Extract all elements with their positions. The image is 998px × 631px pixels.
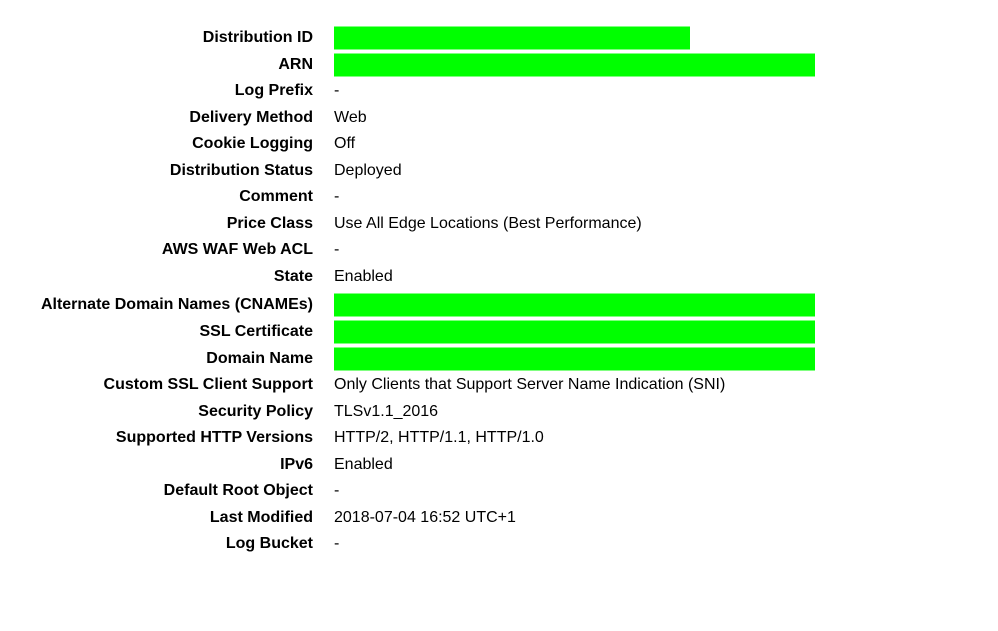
field-waf-web-acl: AWS WAF Web ACL -: [0, 237, 998, 264]
field-alternate-domain-names: Alternate Domain Names (CNAMEs): [0, 290, 998, 319]
field-distribution-id: Distribution ID: [0, 25, 998, 52]
field-value: -: [334, 82, 340, 100]
field-label: Distribution Status: [169, 161, 313, 179]
field-label: Log Bucket: [225, 535, 313, 553]
field-value: Deployed: [334, 161, 402, 179]
redacted-value: [334, 53, 815, 77]
field-value: -: [334, 188, 340, 206]
field-arn: ARN: [0, 52, 998, 79]
field-value: Use All Edge Locations (Best Performance…: [334, 214, 642, 232]
field-value: Enabled: [334, 267, 393, 285]
field-value: -: [334, 241, 340, 259]
field-label: Cookie Logging: [192, 135, 313, 153]
field-cookie-logging: Cookie Logging Off: [0, 131, 998, 158]
field-delivery-method: Delivery Method Web: [0, 105, 998, 132]
field-label: Alternate Domain Names (CNAMEs): [40, 295, 313, 313]
field-value: TLSv1.1_2016: [334, 402, 439, 420]
field-log-bucket: Log Bucket -: [0, 531, 998, 558]
field-label: State: [273, 267, 313, 285]
field-label: Price Class: [226, 214, 313, 232]
field-ipv6: IPv6 Enabled: [0, 452, 998, 479]
field-label: Security Policy: [198, 402, 313, 420]
field-value: Web: [334, 108, 367, 126]
field-label: Comment: [239, 188, 313, 206]
field-label: Domain Name: [206, 349, 313, 367]
distribution-details: Distribution ID ARN Log Prefix - Deliver…: [0, 25, 998, 558]
field-value: HTTP/2, HTTP/1.1, HTTP/1.0: [334, 429, 544, 447]
field-label: Supported HTTP Versions: [115, 429, 313, 447]
field-state: State Enabled: [0, 264, 998, 291]
field-security-policy: Security Policy TLSv1.1_2016: [0, 399, 998, 426]
field-value: Only Clients that Support Server Name In…: [334, 376, 726, 394]
field-value: -: [334, 482, 340, 500]
field-label: Delivery Method: [189, 108, 313, 126]
redacted-value: [334, 293, 815, 316]
field-value: Off: [334, 135, 356, 153]
field-ssl-certificate: SSL Certificate: [0, 319, 998, 346]
redacted-value: [334, 347, 815, 371]
field-label: Custom SSL Client Support: [103, 376, 313, 394]
field-value: 2018-07-04 16:52 UTC+1: [334, 508, 516, 526]
field-domain-name: Domain Name: [0, 346, 998, 373]
field-distribution-status: Distribution Status Deployed: [0, 158, 998, 185]
field-label: IPv6: [280, 455, 313, 473]
field-log-prefix: Log Prefix -: [0, 78, 998, 105]
redacted-value: [334, 320, 815, 344]
field-label: Default Root Object: [163, 482, 313, 500]
field-custom-ssl-client-support: Custom SSL Client Support Only Clients t…: [0, 372, 998, 399]
field-supported-http-versions: Supported HTTP Versions HTTP/2, HTTP/1.1…: [0, 425, 998, 452]
field-label: Log Prefix: [234, 82, 313, 100]
field-price-class: Price Class Use All Edge Locations (Best…: [0, 211, 998, 238]
field-value: Enabled: [334, 455, 393, 473]
field-label: SSL Certificate: [199, 323, 313, 341]
field-label: ARN: [278, 55, 313, 73]
field-label: Last Modified: [209, 508, 313, 526]
field-label: Distribution ID: [202, 29, 313, 47]
field-default-root-object: Default Root Object -: [0, 478, 998, 505]
field-comment: Comment -: [0, 184, 998, 211]
field-value: -: [334, 535, 340, 553]
redacted-value: [334, 26, 690, 50]
field-last-modified: Last Modified 2018-07-04 16:52 UTC+1: [0, 505, 998, 532]
field-label: AWS WAF Web ACL: [161, 241, 313, 259]
